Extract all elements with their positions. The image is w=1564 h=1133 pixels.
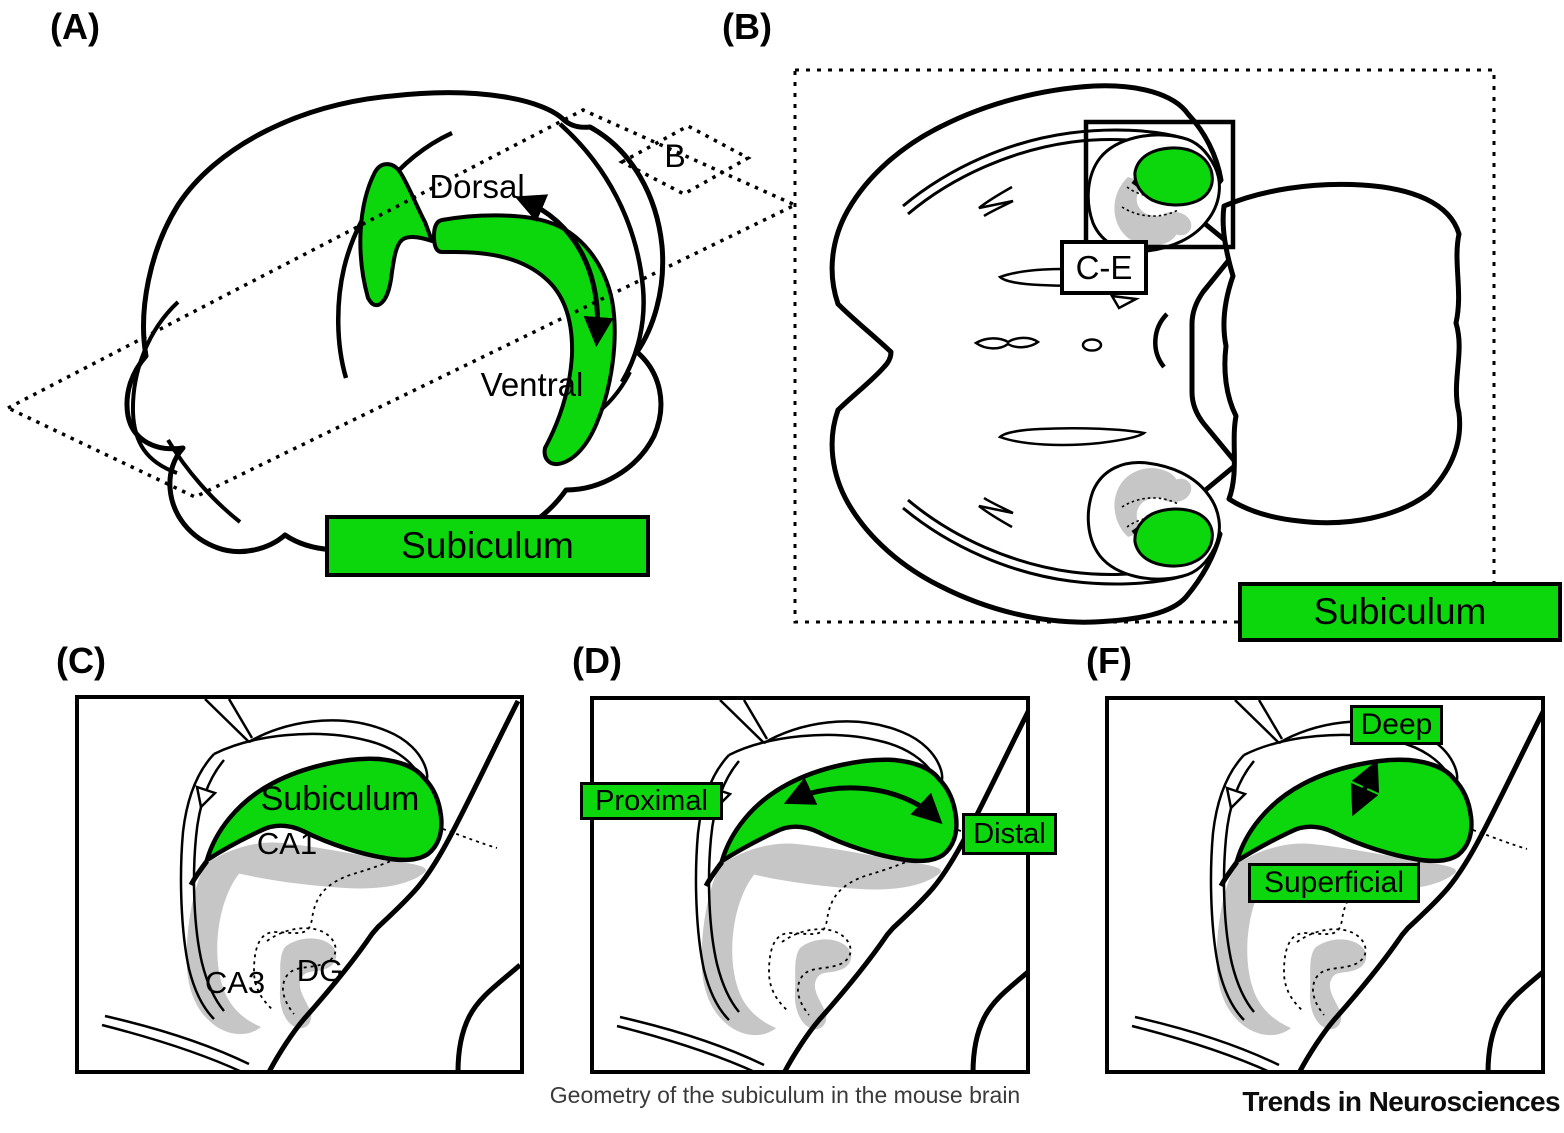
distal-label: Distal	[962, 813, 1057, 855]
panel-a-art	[4, 90, 800, 557]
panel-d-letter: (D)	[572, 640, 622, 681]
panel-b-subiculum-legend: Subiculum	[1238, 582, 1562, 642]
panel-d-closeup	[617, 700, 1035, 1073]
ventral-label: Ventral	[480, 366, 584, 403]
panel-b-inset-box	[1083, 119, 1236, 250]
proximal-label: Proximal	[580, 782, 723, 820]
region-label-dg: DG	[296, 953, 344, 988]
panel-c-letter: (C)	[56, 640, 106, 681]
panel-c-frame	[75, 695, 524, 1074]
section-plane-outline	[4, 108, 800, 499]
panel-b-letter: (B)	[722, 6, 772, 47]
deep-label: Deep	[1350, 705, 1443, 745]
panel-a-subiculum-dorsal-shape	[358, 162, 434, 308]
region-label-ca1: CA1	[256, 826, 318, 861]
region-label-subiculum: Subiculum	[260, 780, 420, 818]
figure-caption: Geometry of the subiculum in the mouse b…	[549, 1082, 1021, 1108]
panel-a-subiculum-legend: Subiculum	[325, 515, 650, 577]
panel-b-cerebellum-outline	[1220, 181, 1463, 526]
deep-superficial-arrow	[1350, 759, 1380, 817]
inset-c-e-label: C-E	[1060, 240, 1148, 295]
dorsoventral-arrow	[514, 194, 614, 347]
panel-b-frame	[793, 68, 1496, 624]
plane-b-marker-outline	[618, 124, 752, 196]
panel-a-letter: (A)	[50, 6, 100, 47]
panel-d-frame	[590, 696, 1030, 1074]
proximodistal-arrow	[783, 777, 943, 825]
panel-b-art	[793, 68, 1496, 625]
panel-b-midline-ventricles	[973, 294, 1169, 369]
panel-f-letter: (F)	[1086, 640, 1132, 681]
journal-logo: Trends in Neurosciences	[1242, 1086, 1560, 1117]
panel-f-frame	[1105, 696, 1545, 1074]
superficial-label: Superficial	[1248, 863, 1420, 903]
dorsal-label: Dorsal	[429, 168, 525, 205]
region-label-ca3: CA3	[204, 965, 266, 1000]
panel-c-closeup	[102, 699, 520, 1072]
plane-b-label: B	[664, 138, 686, 174]
